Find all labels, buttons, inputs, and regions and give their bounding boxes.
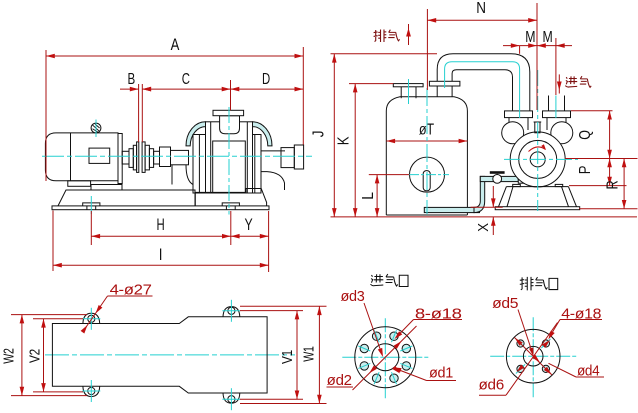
svg-text:X: X — [475, 223, 492, 232]
svg-text:J: J — [311, 131, 328, 138]
svg-text:ød6: ød6 — [479, 377, 504, 394]
svg-text:4-ø18: 4-ø18 — [561, 305, 601, 322]
svg-text:8-ø18: 8-ø18 — [415, 305, 462, 322]
svg-text:Y: Y — [245, 215, 253, 234]
svg-text:P: P — [577, 166, 594, 175]
svg-text:ød1: ød1 — [429, 365, 453, 382]
svg-text:ød5: ød5 — [492, 295, 518, 312]
svg-text:W1: W1 — [301, 346, 318, 362]
svg-text:ød4: ød4 — [577, 363, 600, 380]
svg-text:D: D — [262, 71, 270, 88]
svg-text:V1: V1 — [279, 350, 296, 364]
svg-text:L: L — [360, 192, 377, 200]
svg-text:K: K — [336, 136, 353, 145]
svg-text:W2: W2 — [1, 348, 18, 364]
svg-text:A: A — [171, 35, 180, 54]
svg-text:B: B — [127, 71, 135, 88]
svg-text:H: H — [157, 215, 165, 234]
svg-text:V2: V2 — [27, 349, 44, 363]
svg-text:I: I — [159, 245, 163, 264]
svg-text:ød3: ød3 — [341, 288, 365, 305]
svg-text:Q: Q — [577, 130, 594, 140]
svg-text:4-ø27: 4-ø27 — [110, 282, 152, 299]
svg-text:N: N — [476, 0, 486, 17]
svg-text:C: C — [182, 71, 190, 88]
svg-text:R: R — [605, 181, 622, 190]
svg-text:ød2: ød2 — [327, 372, 352, 389]
svg-text:M: M — [525, 29, 535, 46]
svg-text:M: M — [543, 29, 553, 46]
